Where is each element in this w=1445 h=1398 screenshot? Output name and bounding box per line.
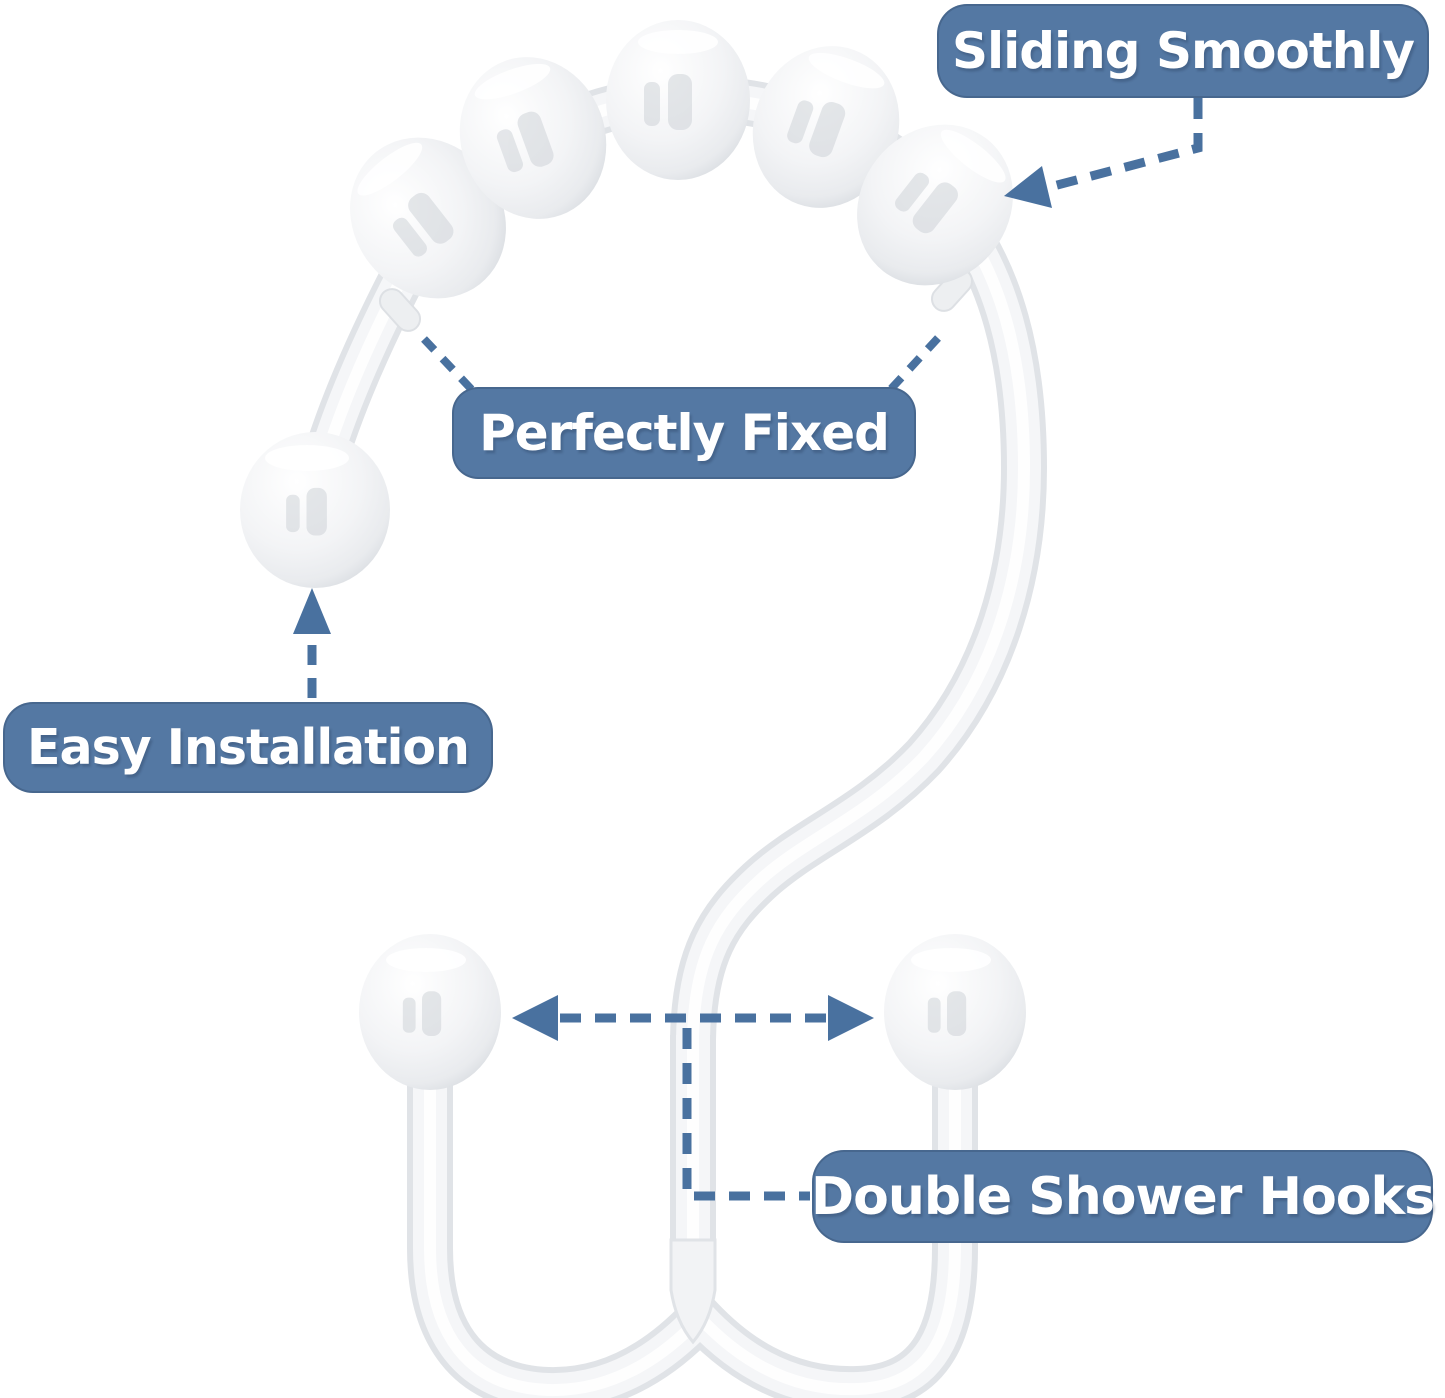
hook-stem (669, 1035, 717, 1345)
glide-beads (350, 20, 1013, 299)
arrowhead-right-icon (828, 995, 874, 1041)
hook-ball-left (359, 934, 501, 1090)
annotation-arrows (293, 98, 1203, 1201)
bead-stopper-left (378, 288, 422, 332)
callout-double-shower-hooks-label: Double Shower Hooks (810, 1166, 1435, 1227)
arrow-easy-installation (293, 588, 331, 698)
arrow-hook-span (512, 995, 874, 1041)
callout-easy-installation: Easy Installation (3, 702, 493, 793)
glide-bead (459, 57, 607, 219)
callout-perfectly-fixed: Perfectly Fixed (452, 387, 916, 479)
arrowhead-up-icon (293, 588, 331, 634)
callout-easy-installation-label: Easy Installation (27, 719, 470, 776)
hook-ball-right (884, 934, 1026, 1090)
glide-bead (857, 124, 1013, 286)
callout-sliding-smoothly-label: Sliding Smoothly (951, 22, 1415, 80)
glide-bead (350, 137, 506, 299)
callout-sliding-smoothly: Sliding Smoothly (937, 4, 1429, 98)
arrowhead-left-icon (512, 995, 558, 1041)
glide-bead (606, 20, 750, 180)
callout-double-shower-hooks: Double Shower Hooks (810, 1150, 1435, 1243)
callout-perfectly-fixed-label: Perfectly Fixed (479, 404, 890, 462)
loose-end-ball (240, 432, 390, 588)
stem-tip (669, 1238, 717, 1345)
connector-double-shower-hooks (682, 1028, 810, 1201)
arrow-sliding-smoothly (1004, 98, 1203, 208)
glide-bead (752, 46, 900, 208)
arrowhead-left-icon (1004, 166, 1052, 208)
pointer-lines-perfectly-fixed (421, 335, 941, 395)
